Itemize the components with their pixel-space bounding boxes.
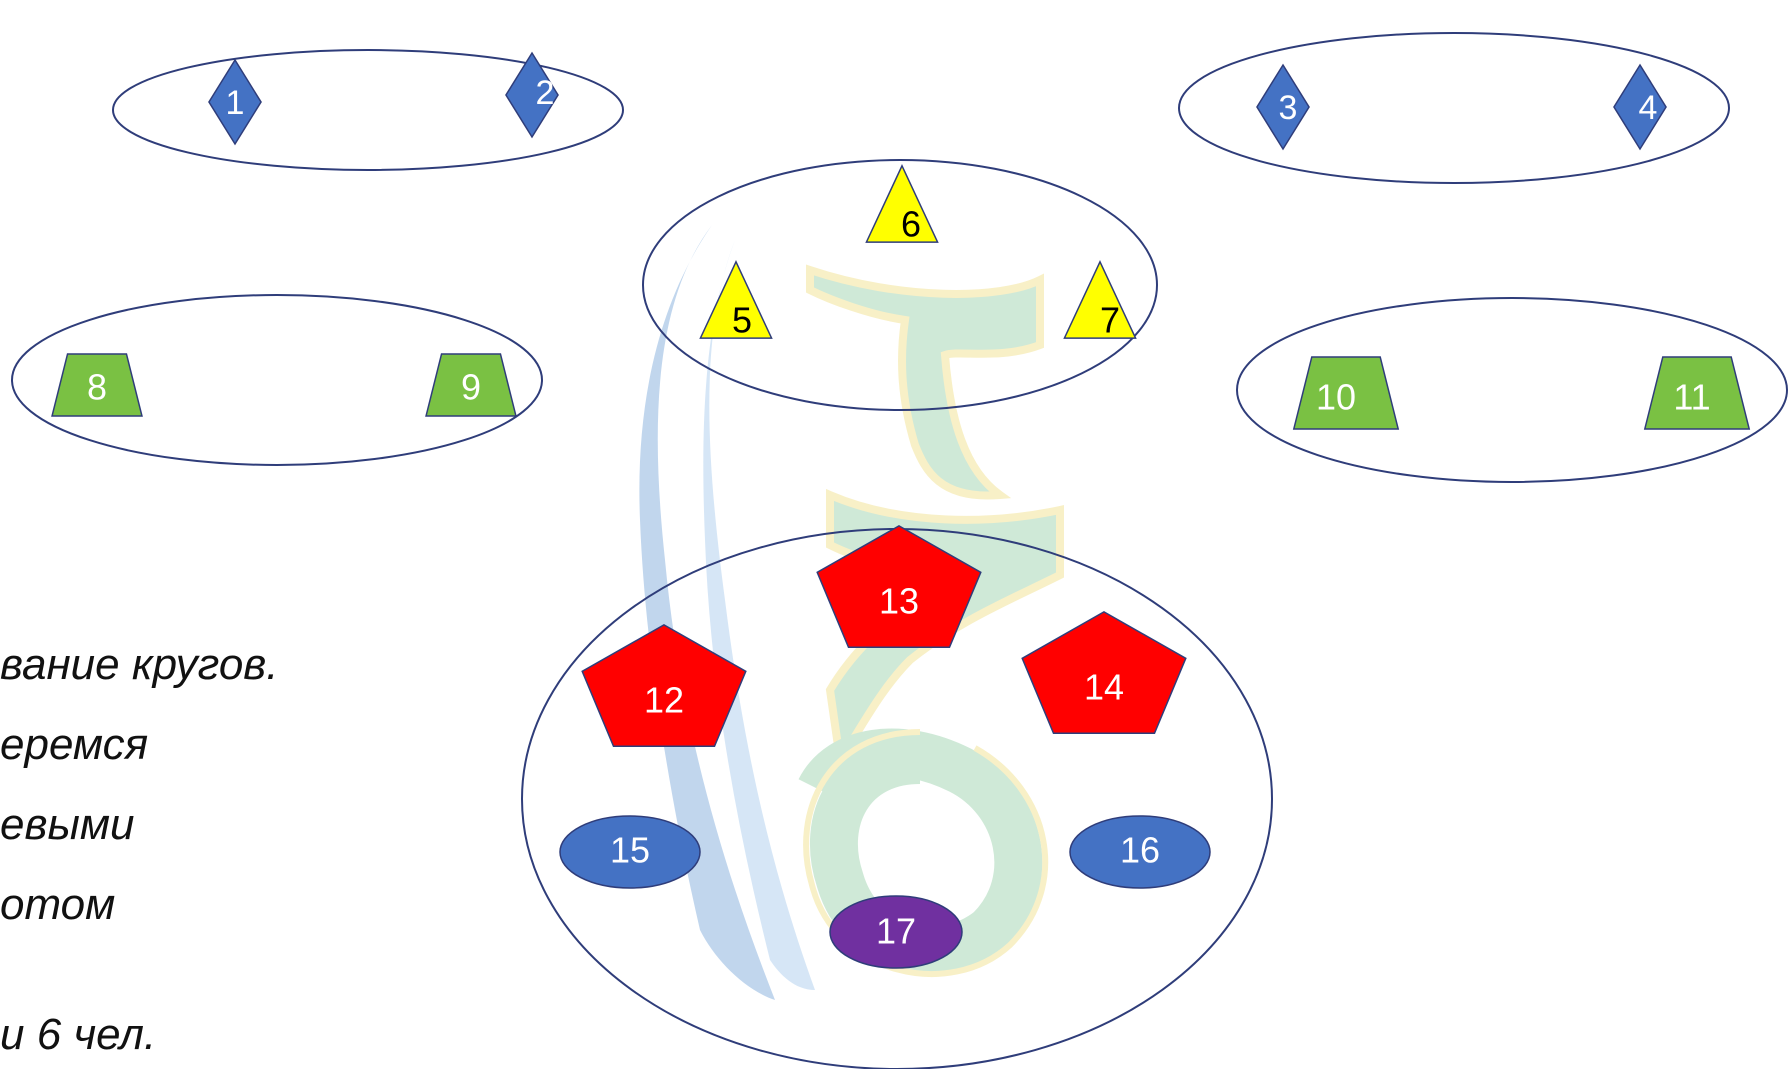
diamond-shape-4 — [1613, 63, 1667, 151]
oval-shape-17 — [829, 895, 963, 969]
marker-label-2: 2 — [536, 74, 555, 112]
caption-line-4: отом — [0, 880, 116, 929]
marker-16: 16 — [1069, 815, 1211, 889]
marker-label-14: 14 — [1084, 667, 1124, 708]
oval-shape-16 — [1069, 815, 1211, 889]
group-middle-right-ellipse — [1236, 297, 1788, 483]
diamond-shape-3 — [1256, 63, 1310, 151]
emblem-blue-ribbon-2 — [703, 240, 815, 990]
diamond-shape-2 — [505, 51, 559, 139]
diamond-shape-1 — [208, 58, 262, 146]
triangle-shape-7 — [1063, 260, 1137, 339]
caption-line-1: вание кругов. — [0, 640, 279, 689]
marker-label-10: 10 — [1316, 377, 1356, 418]
triangle-shape-5 — [699, 260, 773, 339]
marker-label-8: 8 — [87, 367, 107, 408]
marker-15: 15 — [559, 815, 701, 889]
trapezoid-shape-11 — [1643, 356, 1751, 430]
marker-label-1: 1 — [226, 84, 245, 122]
marker-14: 14 — [1021, 611, 1187, 735]
marker-8: 8 — [51, 353, 143, 417]
caption-line-2: еремся — [0, 720, 149, 769]
marker-1: 1 — [208, 58, 262, 146]
marker-label-16: 16 — [1120, 830, 1160, 871]
emblem-blue-ribbon — [639, 225, 775, 1000]
marker-7: 7 — [1063, 260, 1137, 341]
marker-11: 11 — [1643, 356, 1751, 430]
group-top-right-ellipse — [1178, 32, 1730, 184]
caption-line-3: евыми — [0, 800, 135, 849]
marker-label-15: 15 — [610, 830, 650, 871]
marker-label-4: 4 — [1639, 89, 1658, 127]
marker-label-3: 3 — [1279, 89, 1298, 127]
group-middle-left-ellipse — [11, 294, 543, 466]
marker-6: 6 — [865, 164, 939, 245]
marker-12: 12 — [581, 624, 747, 748]
trapezoid-shape-8 — [51, 353, 143, 417]
marker-label-7: 7 — [1100, 300, 1120, 341]
oval-shape-15 — [559, 815, 701, 889]
group-top-left-ellipse — [112, 49, 624, 171]
marker-label-5: 5 — [732, 300, 752, 341]
marker-label-12: 12 — [644, 680, 684, 721]
pentagon-shape-13 — [816, 525, 982, 649]
marker-9: 9 — [425, 353, 517, 417]
marker-label-11: 11 — [1673, 377, 1710, 418]
triangle-shape-6 — [865, 164, 939, 243]
marker-3: 3 — [1256, 63, 1310, 151]
caption-line-5: и 6 чел. — [0, 1010, 157, 1059]
marker-2: 2 — [505, 51, 559, 139]
marker-label-17: 17 — [876, 911, 916, 952]
marker-label-13: 13 — [879, 581, 919, 622]
emblem-green-upper — [806, 264, 1044, 500]
group-center-top-ellipse — [642, 159, 1158, 411]
emblem-green-lower-rim — [803, 729, 1049, 977]
emblem-green-lower — [798, 728, 1043, 975]
marker-label-6: 6 — [901, 204, 921, 245]
trapezoid-shape-9 — [425, 353, 517, 417]
pentagon-shape-14 — [1021, 611, 1187, 735]
marker-10: 10 — [1292, 356, 1400, 430]
marker-5: 5 — [699, 260, 773, 341]
pentagon-shape-12 — [581, 624, 747, 748]
trapezoid-shape-10 — [1292, 356, 1400, 430]
marker-13: 13 — [816, 525, 982, 649]
marker-17: 17 — [829, 895, 963, 969]
marker-label-9: 9 — [461, 367, 481, 408]
marker-4: 4 — [1613, 63, 1667, 151]
